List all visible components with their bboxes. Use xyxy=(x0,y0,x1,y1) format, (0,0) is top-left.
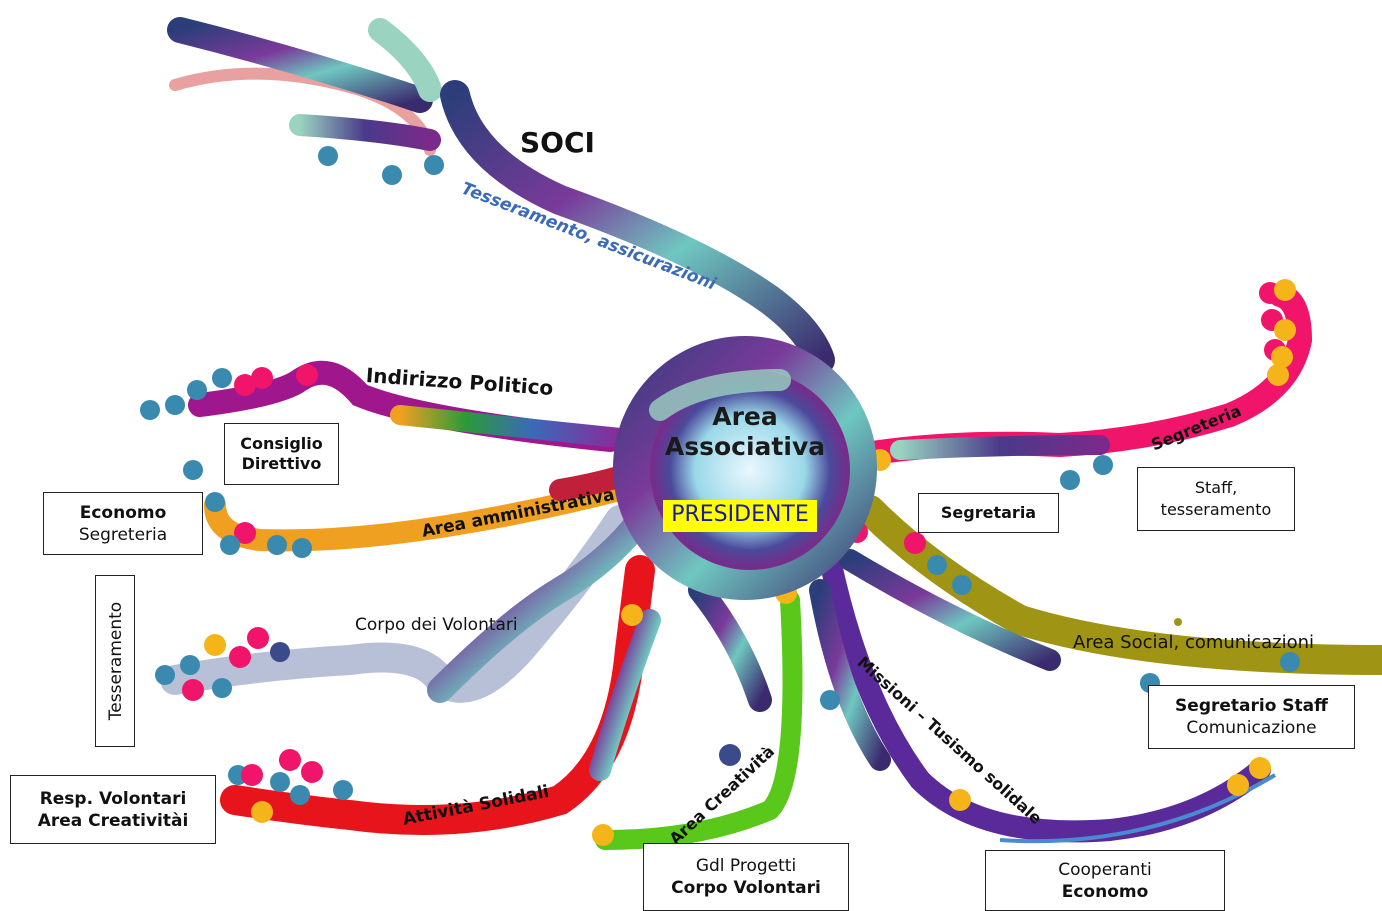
branch-segreteria xyxy=(848,279,1313,490)
branch-indirizzo-politico xyxy=(140,360,630,452)
box-consiglio-line1: Consiglio xyxy=(240,434,323,453)
box-consiglio-direttivo: Consiglio Direttivo xyxy=(224,423,339,485)
box-staff-line2: tesseramento xyxy=(1160,500,1272,519)
branch-area-social xyxy=(839,495,1382,693)
box-economo-line1: Economo xyxy=(79,502,167,523)
branch-missioni xyxy=(809,549,1277,844)
box-economo-segreteria: Economo Segreteria xyxy=(43,492,203,555)
branch-corpo-volontari xyxy=(155,505,653,703)
branch-soci xyxy=(167,17,835,375)
center-title-line1: Area xyxy=(712,402,778,431)
branch-attivita-solidali xyxy=(220,555,661,835)
label-soci: SOCI xyxy=(520,126,595,159)
box-staff-tesseramento: Staff, tesseramento xyxy=(1137,467,1295,531)
box-tesseramento-text: Tesseramento xyxy=(106,601,126,721)
box-cooperanti: Cooperanti Economo xyxy=(985,850,1225,911)
box-economo-line2: Segreteria xyxy=(78,524,168,545)
center-title: Area Associativa xyxy=(660,402,830,462)
center-title-line2: Associativa xyxy=(664,432,826,461)
box-resp-volontari: Resp. Volontari Area Creativitài xyxy=(10,775,216,844)
branch-area-amministrativa xyxy=(183,460,631,558)
box-staff-line1: Staff, xyxy=(1194,478,1238,497)
box-tesseramento: Tesseramento xyxy=(95,575,135,747)
center-hub xyxy=(613,336,877,600)
president-label: PRESIDENTE xyxy=(663,500,817,532)
box-gdl-line1: Gdl Progetti xyxy=(695,856,797,876)
box-gdl-line2: Corpo Volontari xyxy=(671,878,821,898)
box-segretario-staff-line1: Segretario Staff xyxy=(1175,696,1328,716)
box-cooperanti-line1: Cooperanti xyxy=(1058,859,1152,880)
box-cooperanti-line2: Economo xyxy=(1061,881,1149,902)
box-segretario-staff-line2: Comunicazione xyxy=(1186,718,1317,738)
box-segretaria: Segretaria xyxy=(918,493,1059,533)
box-resp-volontari-line2: Area Creativitài xyxy=(37,810,189,831)
box-gdl-progetti: Gdl Progetti Corpo Volontari xyxy=(643,843,849,911)
box-resp-volontari-line1: Resp. Volontari xyxy=(39,788,187,809)
label-area-social: Area Social, comunicazioni xyxy=(1073,632,1315,653)
box-consiglio-line2: Direttivo xyxy=(241,454,322,473)
label-corpo-volontari: Corpo dei Volontari xyxy=(355,615,518,635)
box-segretario-staff: Segretario Staff Comunicazione xyxy=(1148,685,1355,749)
box-segretaria-text: Segretaria xyxy=(940,503,1037,522)
